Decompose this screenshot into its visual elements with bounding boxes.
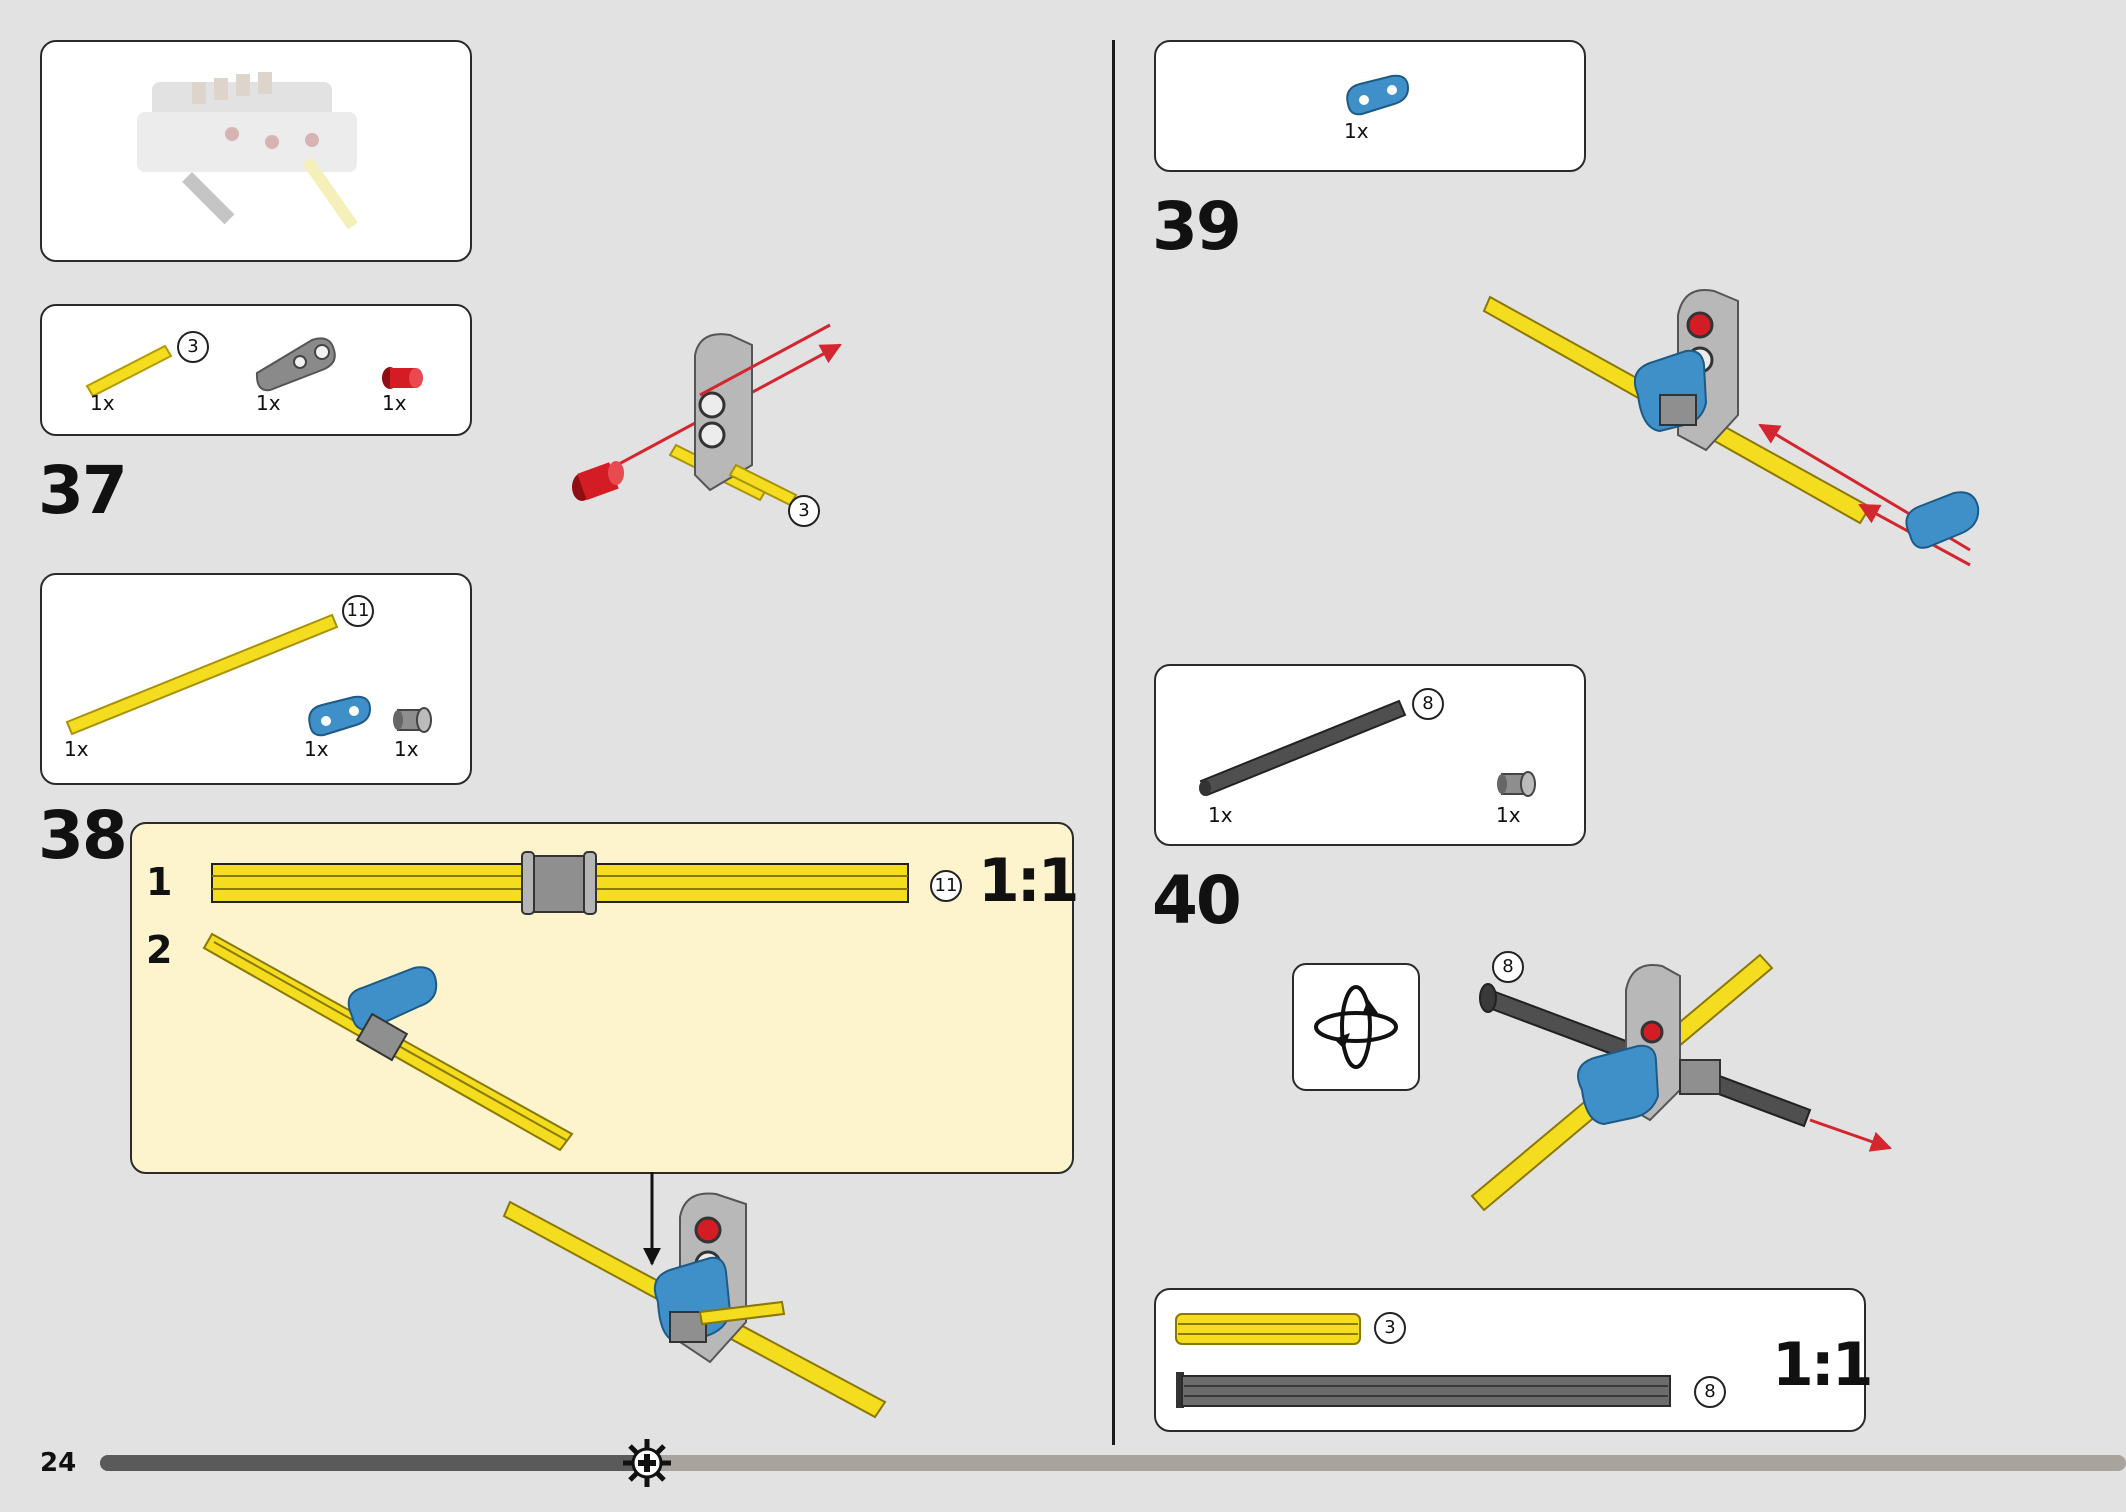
- progress-fill: [100, 1455, 647, 1471]
- sub-step-1-illustration: [211, 851, 909, 915]
- axle-11-icon: [65, 613, 339, 736]
- step-37-parts-list: 3 1x 1x 1x: [40, 304, 472, 436]
- step-number-37: 37: [38, 452, 128, 529]
- part-count-circle: 8: [1412, 688, 1444, 720]
- part-qty: 1x: [1344, 119, 1369, 143]
- part-count-circle: 3: [177, 331, 209, 363]
- measure-circle: 3: [1374, 1312, 1406, 1344]
- part-qty: 1x: [256, 391, 281, 415]
- step-39-parts-list: 1x: [1154, 40, 1586, 172]
- model-preview-box: [40, 40, 472, 262]
- axle-size-circle: 8: [1492, 951, 1524, 983]
- progress-track: [100, 1455, 2126, 1471]
- part-qty: 1x: [64, 737, 89, 761]
- step-number-38: 38: [38, 797, 128, 874]
- measure-circle: 11: [930, 870, 962, 902]
- axle-size-circle: 3: [788, 495, 820, 527]
- axle-3-icon: [1175, 1313, 1361, 1345]
- rotate-model-icon: [1314, 985, 1398, 1069]
- step-38-sub-assembly-callout: 1 11 1:1 2: [130, 822, 1079, 1174]
- gear-icon: [623, 1439, 671, 1487]
- blue-liftarm-icon: [1346, 74, 1410, 116]
- bush-icon: [393, 707, 432, 733]
- page-number: 24: [40, 1448, 77, 1478]
- sub-step-1: 1: [146, 860, 173, 904]
- blue-liftarm-icon: [308, 695, 372, 737]
- column-divider: [1112, 40, 1115, 1445]
- part-count-circle: 11: [342, 595, 374, 627]
- gray-liftarm-icon: [255, 337, 336, 392]
- part-qty: 1x: [394, 737, 419, 761]
- rotate-model-box: [1292, 963, 1420, 1091]
- step-40-illustration: [1470, 953, 1892, 1212]
- step-number-40: 40: [1152, 862, 1242, 939]
- scale-reference-box: 3 8 1:1: [1154, 1288, 1873, 1432]
- step-38-parts-list: 11 1x 1x 1x: [40, 573, 472, 785]
- measure-circle: 8: [1694, 1376, 1726, 1408]
- sub-step-2: 2: [146, 928, 173, 972]
- sub-step-2-illustration: [202, 932, 574, 1152]
- step-39-illustration: [1482, 289, 1980, 567]
- axle-3-icon: [85, 344, 173, 398]
- part-qty: 1x: [90, 391, 115, 415]
- step-37-illustration: [572, 323, 842, 507]
- red-pin-icon: [382, 367, 423, 389]
- part-qty: 1x: [382, 391, 407, 415]
- part-qty: 1x: [304, 737, 329, 761]
- scale-label: 1:1: [1772, 1330, 1873, 1400]
- model-preview-image: [137, 72, 358, 230]
- dark-axle-8-icon: [1176, 1372, 1671, 1408]
- dark-axle-8-icon: [1199, 699, 1407, 797]
- part-qty: 1x: [1208, 803, 1233, 827]
- step-number-39: 39: [1152, 188, 1242, 265]
- scale-label: 1:1: [978, 846, 1079, 916]
- bush-icon: [1497, 771, 1536, 797]
- step-38-illustration: [502, 1172, 887, 1419]
- step-40-parts-list: 8 1x 1x: [1154, 664, 1586, 846]
- part-qty: 1x: [1496, 803, 1521, 827]
